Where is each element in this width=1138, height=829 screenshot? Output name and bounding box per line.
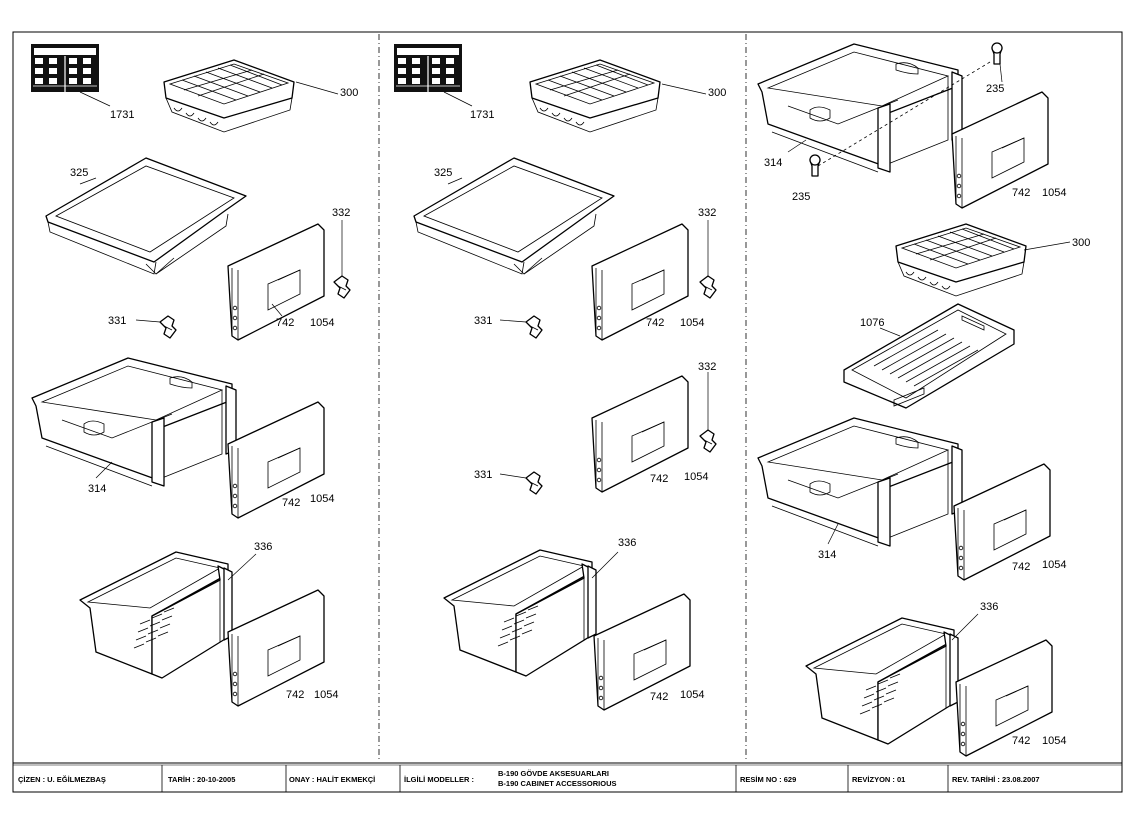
clip-331 bbox=[525, 315, 543, 339]
clip-332 bbox=[333, 275, 351, 299]
label-1054-b: 1054 bbox=[1042, 559, 1066, 571]
revision: REVİZYON : 01 bbox=[852, 775, 905, 784]
crisper-336 bbox=[443, 549, 597, 677]
title-block: ÇİZEN : U. EĞİLMEZBAŞ TARİH : 20-10-2005… bbox=[12, 762, 1123, 793]
energy-label-1731 bbox=[30, 43, 100, 93]
drawer-314 bbox=[757, 43, 963, 173]
cover-742-bot bbox=[227, 589, 325, 707]
description-tr: B-190 GÖVDE AKSESUARLARI bbox=[498, 769, 609, 778]
label-331: 331 bbox=[108, 315, 126, 327]
clip-331-b bbox=[525, 471, 543, 495]
label-325: 325 bbox=[70, 167, 88, 179]
label-336: 336 bbox=[980, 601, 998, 613]
ice-tray-300 bbox=[529, 59, 661, 133]
label-742-b: 742 bbox=[650, 473, 668, 485]
drawn-by: ÇİZEN : U. EĞİLMEZBAŞ bbox=[18, 775, 106, 784]
label-331: 331 bbox=[474, 315, 492, 327]
energy-label-1731 bbox=[393, 43, 463, 93]
label-1054-c: 1054 bbox=[1042, 735, 1066, 747]
drawer-314-b bbox=[757, 417, 963, 547]
label-325: 325 bbox=[434, 167, 452, 179]
label-742-b: 742 bbox=[1012, 561, 1030, 573]
label-235-a: 235 bbox=[986, 83, 1004, 95]
label-742-b: 742 bbox=[282, 497, 300, 509]
label-336: 336 bbox=[254, 541, 272, 553]
clip-331 bbox=[159, 315, 177, 339]
label-1054-b: 1054 bbox=[684, 471, 708, 483]
clip-332-b bbox=[699, 429, 717, 453]
approval: ONAY : HALİT EKMEKÇİ bbox=[289, 775, 375, 784]
label-331-b: 331 bbox=[474, 469, 492, 481]
label-1054-c: 1054 bbox=[680, 689, 704, 701]
cover-742-bot bbox=[593, 593, 691, 711]
column-1: 1731 300 325 742 1054 332 331 314 742 10… bbox=[30, 43, 358, 707]
label-742-c: 742 bbox=[286, 689, 304, 701]
drawing-number: RESİM NO : 629 bbox=[740, 775, 796, 784]
label-332: 332 bbox=[698, 207, 716, 219]
label-336: 336 bbox=[618, 537, 636, 549]
drawing-date: TARİH : 20-10-2005 bbox=[168, 775, 235, 784]
label-314-b: 314 bbox=[818, 549, 836, 561]
label-1054-a: 1054 bbox=[1042, 187, 1066, 199]
crisper-336 bbox=[79, 551, 233, 679]
related-models-label: İLGİLİ MODELLER : bbox=[404, 775, 474, 784]
drawer-314 bbox=[31, 357, 237, 487]
cover-742-top bbox=[591, 223, 689, 341]
label-235-b: 235 bbox=[792, 191, 810, 203]
label-1054-a: 1054 bbox=[680, 317, 704, 329]
label-1054-c: 1054 bbox=[314, 689, 338, 701]
column-3: 314 235 235 742 1054 300 1076 314 742 10… bbox=[757, 42, 1090, 757]
label-742-c: 742 bbox=[1012, 735, 1030, 747]
cover-742-mid bbox=[953, 463, 1051, 581]
column-2: 1731 300 325 742 1054 332 331 742 1054 3… bbox=[393, 43, 726, 711]
label-332: 332 bbox=[332, 207, 350, 219]
revision-date: REV. TARİHİ : 23.08.2007 bbox=[952, 775, 1040, 784]
cover-742-bot bbox=[955, 639, 1053, 757]
label-1731: 1731 bbox=[110, 109, 134, 121]
ice-tray-300 bbox=[163, 59, 295, 133]
cover-742-top bbox=[951, 91, 1049, 209]
description-en: B-190 CABINET ACCESSORIOUS bbox=[498, 779, 617, 788]
ice-tray-300 bbox=[895, 223, 1027, 297]
crisper-336 bbox=[805, 617, 959, 745]
label-314: 314 bbox=[764, 157, 782, 169]
label-1731: 1731 bbox=[470, 109, 494, 121]
label-1076: 1076 bbox=[860, 317, 884, 329]
label-742-a: 742 bbox=[646, 317, 664, 329]
label-300: 300 bbox=[708, 87, 726, 99]
label-332-b: 332 bbox=[698, 361, 716, 373]
label-1054-a: 1054 bbox=[310, 317, 334, 329]
pin-235-top bbox=[991, 42, 1003, 65]
label-300: 300 bbox=[340, 87, 358, 99]
label-1054-b: 1054 bbox=[310, 493, 334, 505]
label-300: 300 bbox=[1072, 237, 1090, 249]
label-742-a: 742 bbox=[276, 317, 294, 329]
label-742-a: 742 bbox=[1012, 187, 1030, 199]
label-314: 314 bbox=[88, 483, 106, 495]
cover-742-mid bbox=[591, 375, 689, 493]
clip-332 bbox=[699, 275, 717, 299]
label-742-c: 742 bbox=[650, 691, 668, 703]
